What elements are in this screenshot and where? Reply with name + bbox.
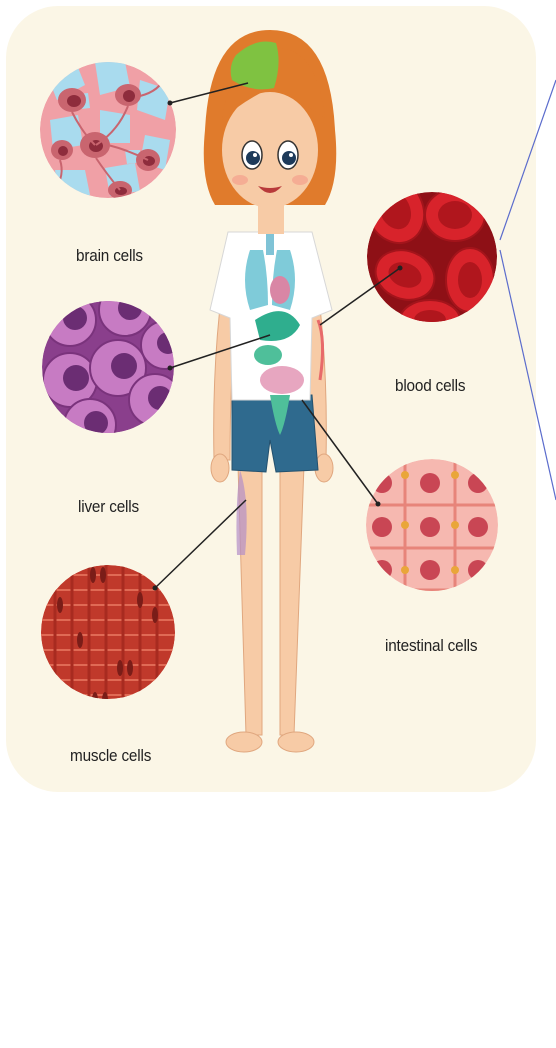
intestinal-cells-label: intestinal cells	[385, 636, 477, 656]
muscle-cells-label: muscle cells	[70, 746, 151, 766]
intestinal-connector-dot	[376, 502, 381, 507]
muscle-connector-dot	[153, 586, 158, 591]
brain-cells-label: brain cells	[76, 246, 143, 266]
blood-cells-label: blood cells	[395, 376, 465, 396]
liver-cells-label: liver cells	[78, 497, 139, 517]
blood-connector-dot	[398, 266, 403, 271]
brain-connector-dot	[168, 101, 173, 106]
liver-connector-dot	[168, 366, 173, 371]
